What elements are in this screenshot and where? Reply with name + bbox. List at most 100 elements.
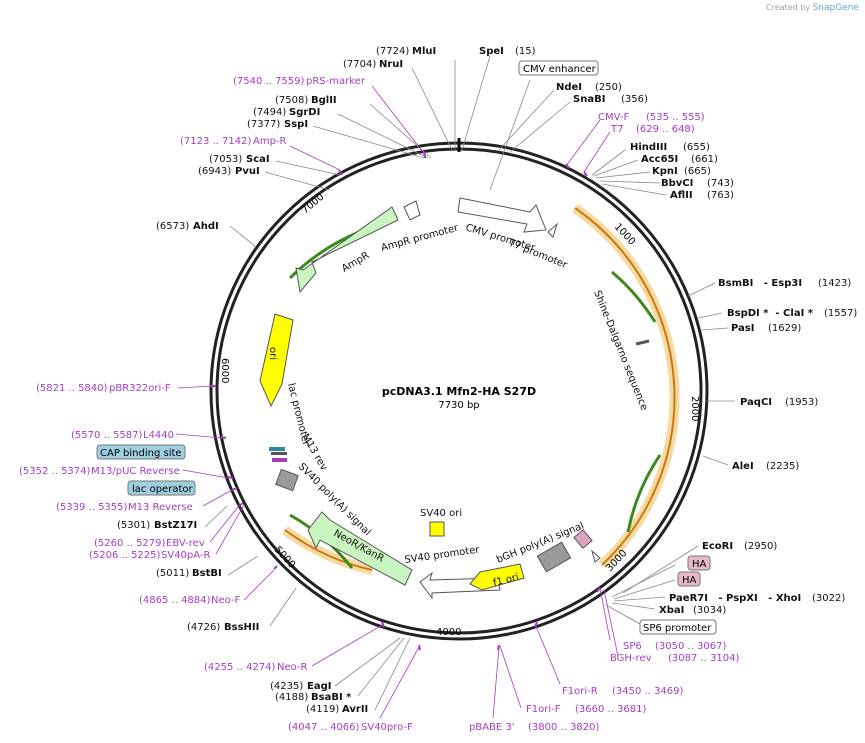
primer-f1ori-f[interactable]: F1ori-F (3660 .. 3681) [526,704,647,715]
t7-promoter-arrow[interactable] [547,222,559,238]
site-bglii[interactable]: (7508) BglII [275,95,337,106]
primer-pbabe-3[interactable]: pBABE 3' (3800 .. 3820) [469,722,600,733]
svg-text:(356): (356) [621,94,648,105]
site-bstbi[interactable]: (5011) BstBI [156,568,222,579]
site-pvui[interactable]: (6943) PvuI [198,166,260,177]
site-acc65i[interactable]: Acc65I (661) [641,154,718,165]
label-sp6-promoter[interactable]: SP6 promoter [639,619,717,635]
primer-sv40pa-r[interactable]: (5206 .. 5225) SV40pA-R [89,550,210,561]
svg-text:pBABE 3': pBABE 3' [469,722,515,733]
primer-t7[interactable]: T7 (629 .. 648) [610,124,695,135]
site-hindiii[interactable]: HindIII (655) [630,142,710,153]
shine-dalgarno-mark[interactable] [635,339,650,346]
sp6-promoter-mark[interactable] [591,549,601,563]
site-nrui[interactable]: (7704) NruI [343,59,403,70]
lac-promoter-mark[interactable] [271,452,287,455]
site-scai[interactable]: (7053) ScaI [209,154,270,165]
svg-text:BspDI * - ClaI *: BspDI * - ClaI * [727,308,814,319]
site-alei[interactable]: AleI (2235) [732,461,799,472]
cap-site-mark[interactable] [269,447,285,451]
site-aflii[interactable]: AflII (763) [670,190,734,201]
label-cap-binding-site[interactable]: CAP binding site [96,444,186,460]
svg-text:BsaBI *: BsaBI * [311,692,352,703]
bgh-polya-box[interactable] [536,541,572,573]
primer-f1ori-r[interactable]: F1ori-R (3450 .. 3469) [562,686,684,697]
insert-band[interactable] [572,203,680,569]
site-bsmbi[interactable]: BsmBI - Esp3I (1423) [718,278,851,289]
insert-cds-arrow-2 [626,454,662,533]
site-eagi[interactable]: (4235) EagI [270,681,331,692]
svg-text:(1953): (1953) [785,397,818,408]
primer-l4440[interactable]: (5570 .. 5587) L4440 [71,430,174,441]
lead-sspi [312,125,425,159]
primer-bgh-rev[interactable]: BGH-rev (3087 .. 3104) [610,653,740,664]
m13-rev-mark[interactable] [272,458,287,462]
lead-snabi [509,101,571,153]
site-paer7i-pspxi-xhoi[interactable]: PaeR7I - PspXI - XhoI (3022) [669,593,845,604]
lead-nrui [411,67,453,151]
site-avrii[interactable]: (4119) AvrII [306,704,368,715]
svg-text:(7540 .. 7559): (7540 .. 7559) [233,76,305,87]
ha-tag-mark[interactable] [573,529,593,549]
site-bbvci[interactable]: BbvCI (743) [661,178,734,189]
primer-m13-reverse[interactable]: (5339 .. 5355) M13 Reverse [56,502,193,513]
site-bspdi-clai[interactable]: BspDI * - ClaI * (1557) [727,308,857,319]
svg-text:pRS-marker: pRS-marker [306,76,366,87]
site-pasi[interactable]: PasI (1629) [731,323,801,334]
site-snabi[interactable]: SnaBI (356) [573,94,648,105]
plead-sp6 [599,587,611,641]
f1-ori-arrow[interactable] [469,563,525,591]
svg-text:(3034): (3034) [693,605,726,616]
primer-cmv-f[interactable]: CMV-F (535 .. 555) [598,112,705,123]
svg-text:EcoRI: EcoRI [702,541,733,552]
neor-kanr-arrow[interactable] [307,511,413,586]
lead-bsabi [357,637,405,697]
primer-pbr322ori-f[interactable]: (5821 .. 5840) pBR322ori-F [36,383,171,394]
label-ampr: AmpR [340,250,371,274]
primer-neo-f[interactable]: (4865 .. 4884) Neo-F [139,595,241,606]
site-bsshii[interactable]: (4726) BssHII [187,622,259,633]
snapgene-brand[interactable]: SnapGene [812,3,859,13]
sv40-ori-box[interactable] [429,521,445,537]
lead-kpni [595,171,651,179]
site-sgrdi[interactable]: (7494) SgrDI [253,107,320,118]
site-xbai[interactable]: XbaI (3034) [659,605,726,616]
svg-text:BglII: BglII [311,95,337,106]
lead-pasi [701,327,729,331]
svg-text:(1629): (1629) [768,323,801,334]
site-ahdi[interactable]: (6573) AhdI [156,221,219,232]
svg-text:SP6 promoter: SP6 promoter [643,623,712,634]
site-ndei[interactable]: NdeI (250) [556,82,622,93]
primer-m13-puc-reverse[interactable]: (5352 .. 5374) M13/pUC Reverse [19,466,180,477]
svg-text:SgrDI: SgrDI [289,107,320,118]
primer-sp6[interactable]: SP6 (3050 .. 3067) [623,641,727,652]
site-bstz17i[interactable]: (5301) BstZ17I [117,520,197,531]
site-kpni[interactable]: KpnI (665) [652,166,711,177]
ori-arrow[interactable] [259,313,294,408]
site-mlui[interactable]: (7724) MluI [376,46,436,57]
primer-prs-marker[interactable]: (7540 .. 7559) pRS-marker [233,76,366,87]
label-lac-operator[interactable]: lac operator [127,480,196,496]
site-bsabi[interactable]: (4188) BsaBI * [275,692,352,703]
primer-amp-r[interactable]: (7123 .. 7142) Amp-R [180,136,287,147]
sv40-polya-box[interactable] [275,468,299,492]
svg-text:(4726): (4726) [187,622,220,633]
ampr-arrow[interactable] [295,206,399,294]
primer-ebv-rev[interactable]: (5260 .. 5279) EBV-rev [94,538,205,549]
primer-neo-r[interactable]: (4255 .. 4274) Neo-R [204,662,308,673]
site-sspi[interactable]: (7377) SspI [247,119,308,130]
site-paqci[interactable]: PaqCI (1953) [740,397,818,408]
label-ha-1[interactable]: HA [687,555,711,571]
lead-ha-2 [613,579,676,600]
site-spei[interactable]: SpeI (15) [479,46,536,57]
primer-sv40pro-f[interactable]: (4047 .. 4066) SV40pro-F [288,722,413,733]
lead-ahdi [229,225,257,248]
ampr-promoter-arrow[interactable] [403,200,421,221]
svg-text:(665): (665) [684,166,711,177]
label-cmv-enhancer[interactable]: CMV enhancer [518,60,599,76]
svg-text:NruI: NruI [379,59,403,70]
svg-text:AleI: AleI [732,461,754,472]
site-ecori[interactable]: EcoRI (2950) [702,541,777,552]
cmv-promoter-arrow[interactable] [457,197,547,233]
label-ha-2[interactable]: HA [677,571,701,587]
